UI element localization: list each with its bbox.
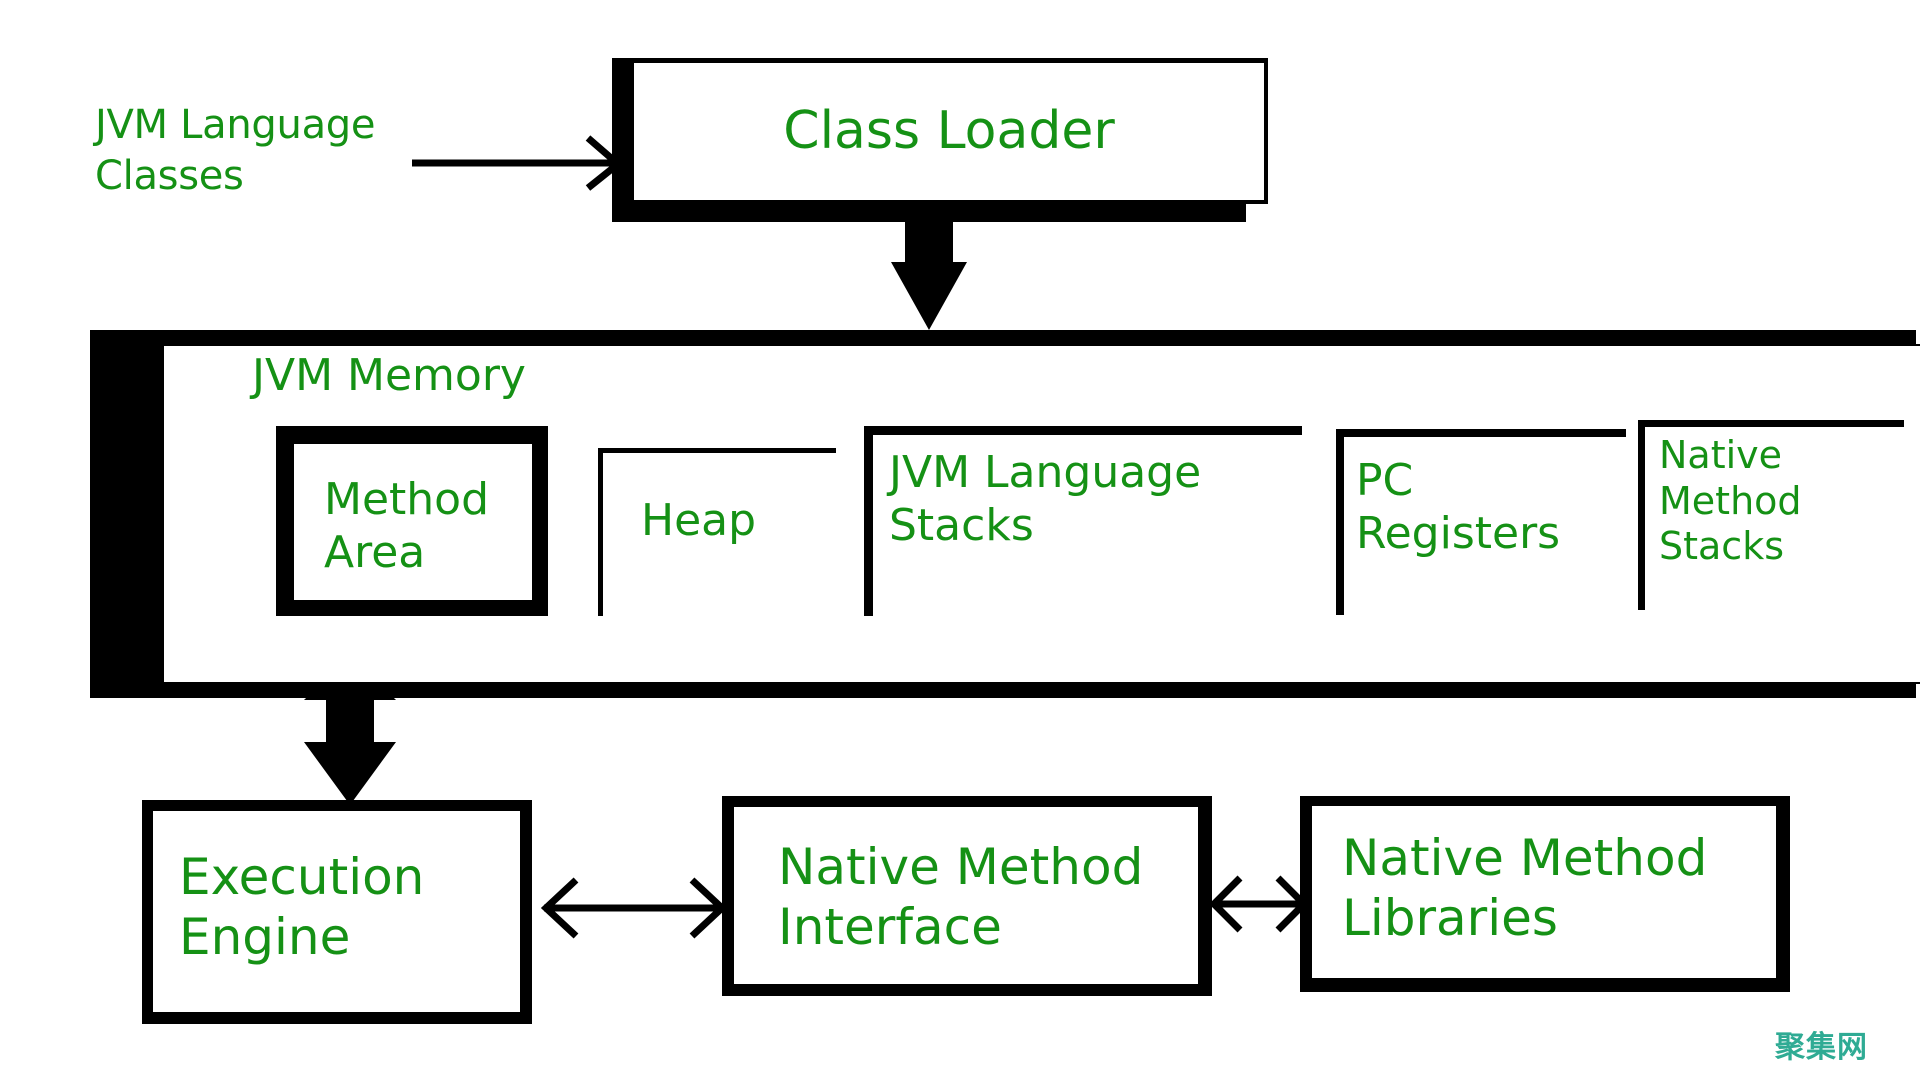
- box-method-area-inner: Method Area: [294, 444, 532, 600]
- box-jvm-memory-inner: JVM Memory Method Area Heap JVM Language…: [162, 344, 1920, 684]
- box-jvm-language-stacks-label: JVM Language Stacks: [889, 447, 1202, 551]
- connector-execution-to-interface: [540, 877, 728, 939]
- box-native-method-stacks-label: Native Method Stacks: [1659, 433, 1802, 569]
- box-class-loader-label: Class Loader: [783, 100, 1115, 161]
- box-native-method-interface-inner: Native Method Interface: [734, 807, 1198, 984]
- box-heap-inner: Heap: [603, 453, 841, 621]
- box-class-loader-inner: Class Loader: [634, 58, 1268, 204]
- box-execution-engine[interactable]: Execution Engine: [142, 800, 532, 1024]
- box-jvm-memory-title: JVM Memory: [252, 350, 526, 401]
- box-pc-registers-inner: PC Registers: [1344, 437, 1634, 623]
- box-jvm-language-stacks[interactable]: JVM Language Stacks: [864, 426, 1311, 625]
- box-native-method-stacks-inner: Native Method Stacks: [1645, 427, 1911, 617]
- jvm-memory-areas-row: Method Area Heap JVM Language Stacks PC …: [164, 420, 1920, 626]
- box-native-method-stacks[interactable]: Native Method Stacks: [1638, 420, 1911, 617]
- box-native-method-libraries-inner: Native Method Libraries: [1312, 806, 1776, 978]
- box-execution-engine-inner: Execution Engine: [153, 811, 520, 1012]
- connector-interface-to-libraries: [1209, 875, 1309, 933]
- box-heap-label: Heap: [641, 495, 757, 546]
- box-pc-registers[interactable]: PC Registers: [1336, 429, 1634, 623]
- box-execution-engine-label: Execution Engine: [179, 848, 425, 966]
- box-jvm-memory[interactable]: JVM Memory Method Area Heap JVM Language…: [90, 330, 1920, 698]
- box-method-area[interactable]: Method Area: [276, 426, 548, 616]
- box-heap[interactable]: Heap: [598, 448, 841, 621]
- box-native-method-interface-label: Native Method Interface: [778, 838, 1144, 956]
- box-native-method-interface[interactable]: Native Method Interface: [722, 796, 1212, 996]
- box-method-area-label: Method Area: [324, 474, 490, 578]
- box-native-method-libraries[interactable]: Native Method Libraries: [1300, 796, 1790, 992]
- box-native-method-libraries-label: Native Method Libraries: [1342, 829, 1708, 947]
- watermark: 聚集网: [1775, 1030, 1868, 1065]
- label-jvm-language-classes: JVM Language Classes: [95, 102, 376, 200]
- box-jvm-language-stacks-inner: JVM Language Stacks: [873, 435, 1311, 625]
- connector-classes-to-loader: [412, 135, 624, 191]
- box-class-loader[interactable]: Class Loader: [612, 58, 1268, 222]
- box-pc-registers-label: PC Registers: [1356, 455, 1561, 559]
